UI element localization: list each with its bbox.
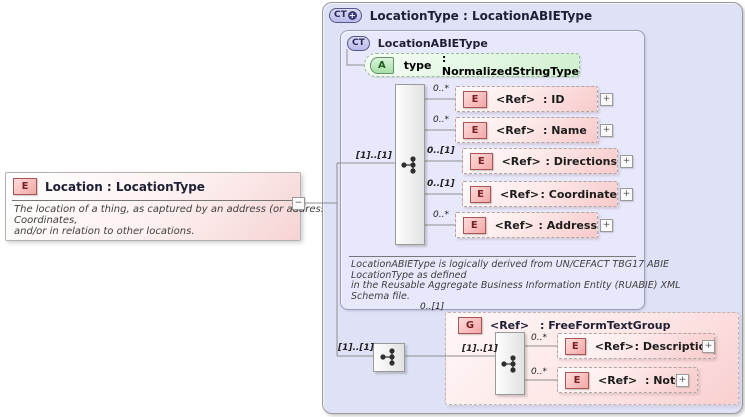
sequence-compositor-bottom[interactable] (373, 343, 405, 372)
location-element-title: Location : LocationType (45, 179, 205, 194)
attribute-name: type (403, 58, 432, 72)
cardinality-label: [1]..[1] (338, 343, 374, 353)
ct-icon-label: CT (352, 38, 365, 48)
cardinality-label: 0..[1] (420, 302, 445, 312)
element-type: : ID (543, 92, 565, 106)
element-row-address[interactable]: E <Ref> : Address (455, 212, 598, 238)
cardinality-label: 0..* (531, 333, 547, 343)
element-row-coordinate[interactable]: E <Ref> : Coordinate (462, 181, 618, 207)
sequence-icon (401, 156, 416, 174)
annotation-line: The location of a thing, as captured by … (14, 204, 368, 215)
expand-toggle[interactable]: + (600, 124, 613, 137)
sequence-compositor-group[interactable] (495, 332, 525, 395)
expand-toggle[interactable]: + (620, 188, 633, 201)
group-icon: G (458, 317, 482, 334)
cardinality-label: 0..* (433, 210, 449, 220)
sequence-icon (501, 355, 516, 373)
outer-type-title: LocationType : LocationABIEType (369, 8, 593, 23)
annotation-line: LocationType as defined (351, 269, 467, 281)
element-row-note[interactable]: E <Ref> : Note (557, 367, 698, 393)
expand-toggle[interactable]: + (676, 374, 689, 387)
element-ref-name: <Ref> (499, 187, 540, 201)
element-type: : Directions (545, 154, 618, 168)
attribute-type: : NormalizedStringType (441, 52, 579, 78)
annotation-line: and/or in relation to other locations. (14, 226, 195, 237)
cardinality-label: [1]..[1] (356, 151, 392, 161)
element-type: : Description (634, 339, 714, 353)
element-row-directions[interactable]: E <Ref> : Directions (462, 148, 618, 174)
element-icon: E (13, 178, 37, 195)
group-type: : FreeFormTextGroup (540, 319, 671, 332)
sequence-compositor-main[interactable] (395, 84, 425, 245)
element-ref-name: <Ref> (594, 339, 634, 353)
expand-toggle[interactable]: + (600, 93, 613, 106)
annotation-line: in the Reusable Aggregate Business Infor… (351, 280, 681, 291)
element-ref-name: <Ref> (494, 218, 534, 232)
element-box-location[interactable]: E Location : LocationType The location o… (5, 172, 368, 241)
element-type: : Coordinate (540, 187, 617, 201)
cardinality-label: 0..* (433, 84, 449, 94)
annotation-line: Schema file. (351, 290, 410, 302)
group-ref-name: <Ref> (490, 319, 530, 332)
element-row-name[interactable]: E <Ref> : Name (455, 117, 598, 143)
cardinality-label: 0..* (433, 115, 449, 125)
divider (349, 256, 636, 257)
element-icon: E (463, 90, 487, 108)
annotation-line: Coordinates, (14, 215, 78, 226)
element-row-description[interactable]: E <Ref> : Description (557, 333, 715, 359)
inner-type-title: LocationABIEType (377, 37, 488, 50)
cardinality-label: 0..[1] (427, 179, 455, 189)
cardinality-label: [1]..[1] (462, 344, 498, 354)
element-icon: E (463, 121, 487, 139)
element-ref-name: <Ref> (501, 154, 541, 168)
collapse-toggle[interactable]: − (292, 197, 305, 210)
element-row-id[interactable]: E <Ref> : ID (455, 86, 598, 112)
element-ref-name: <Ref> (496, 92, 536, 106)
element-icon: E (470, 185, 491, 203)
expand-toggle[interactable]: + (620, 155, 633, 168)
expand-toggle[interactable]: + (702, 340, 715, 353)
ct-icon-label: CT (334, 10, 347, 20)
element-ref-name: <Ref> (496, 123, 536, 137)
attribute-icon: A (370, 56, 394, 74)
complex-type-icon: CT (347, 36, 370, 51)
derived-plus-icon: + (347, 11, 357, 20)
element-ref-name: <Ref> (598, 373, 638, 387)
expand-toggle[interactable]: + (600, 219, 613, 232)
element-icon: E (565, 371, 589, 389)
element-type: : Address (538, 218, 597, 232)
derivation-annotation: LocationABIEType is logically derived fr… (351, 259, 681, 302)
element-icon: E (565, 337, 586, 355)
annotation-line: LocationABIEType is logically derived fr… (351, 259, 669, 270)
element-type: : Name (543, 123, 587, 137)
complex-type-derived-icon: CT+ (329, 8, 362, 23)
divider (12, 200, 294, 201)
element-icon: E (470, 152, 493, 170)
cardinality-label: 0..[1] (427, 146, 455, 156)
sequence-icon (380, 348, 395, 366)
attribute-row-type[interactable]: A type : NormalizedStringType (364, 52, 580, 78)
cardinality-label: 0..* (531, 367, 547, 377)
element-icon: E (463, 216, 486, 234)
element-type: : Note (645, 373, 683, 387)
location-annotation: The location of a thing, as captured by … (14, 204, 368, 237)
